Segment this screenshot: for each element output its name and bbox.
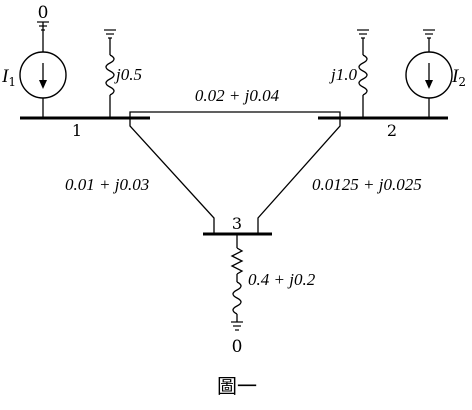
current-source-1: [19, 22, 67, 118]
line-2-3: [257, 118, 341, 234]
ground-icon: [423, 29, 435, 39]
figure-caption: 圖一: [217, 374, 257, 398]
ground-icon: [231, 321, 243, 331]
ground-label-bottom: 0: [232, 337, 243, 357]
line-1-3-impedance-label: 0.01 + j0.03: [65, 175, 149, 194]
load-3-impedance-label: 0.4 + j0.2: [248, 270, 316, 289]
shunt-inductor-1: [104, 29, 116, 118]
source-2-subscript: 2: [458, 75, 466, 89]
source-2-label: I2: [451, 66, 466, 89]
bus-2-label: 2: [387, 121, 397, 140]
bus-1-label: 1: [72, 121, 82, 140]
source-1-subscript: 1: [8, 75, 16, 89]
current-source-2: [405, 29, 453, 118]
ground-icon: [104, 29, 116, 39]
down-arrow-icon: [425, 63, 433, 89]
down-arrow-icon: [39, 63, 47, 89]
coil-icon: [358, 54, 368, 96]
line-1-2: [129, 111, 341, 118]
source-1-label: I1: [1, 66, 16, 89]
resistor-icon: [230, 247, 244, 275]
line-1-3: [129, 118, 215, 234]
shunt-1-impedance-label: j0.5: [114, 65, 142, 84]
bus-3-label: 3: [232, 214, 242, 233]
coil-icon: [105, 54, 115, 96]
shunt-inductor-2: [357, 29, 369, 118]
coil-icon: [232, 281, 242, 315]
line-1-2-impedance-label: 0.02 + j0.04: [195, 86, 280, 105]
ground-icon: [37, 21, 49, 31]
shunt-2-impedance-label: j1.0: [329, 65, 357, 84]
ground-icon: [357, 29, 369, 39]
load-3: [230, 234, 244, 331]
ground-label-top: 0: [38, 3, 49, 23]
line-2-3-impedance-label: 0.0125 + j0.025: [312, 175, 422, 194]
